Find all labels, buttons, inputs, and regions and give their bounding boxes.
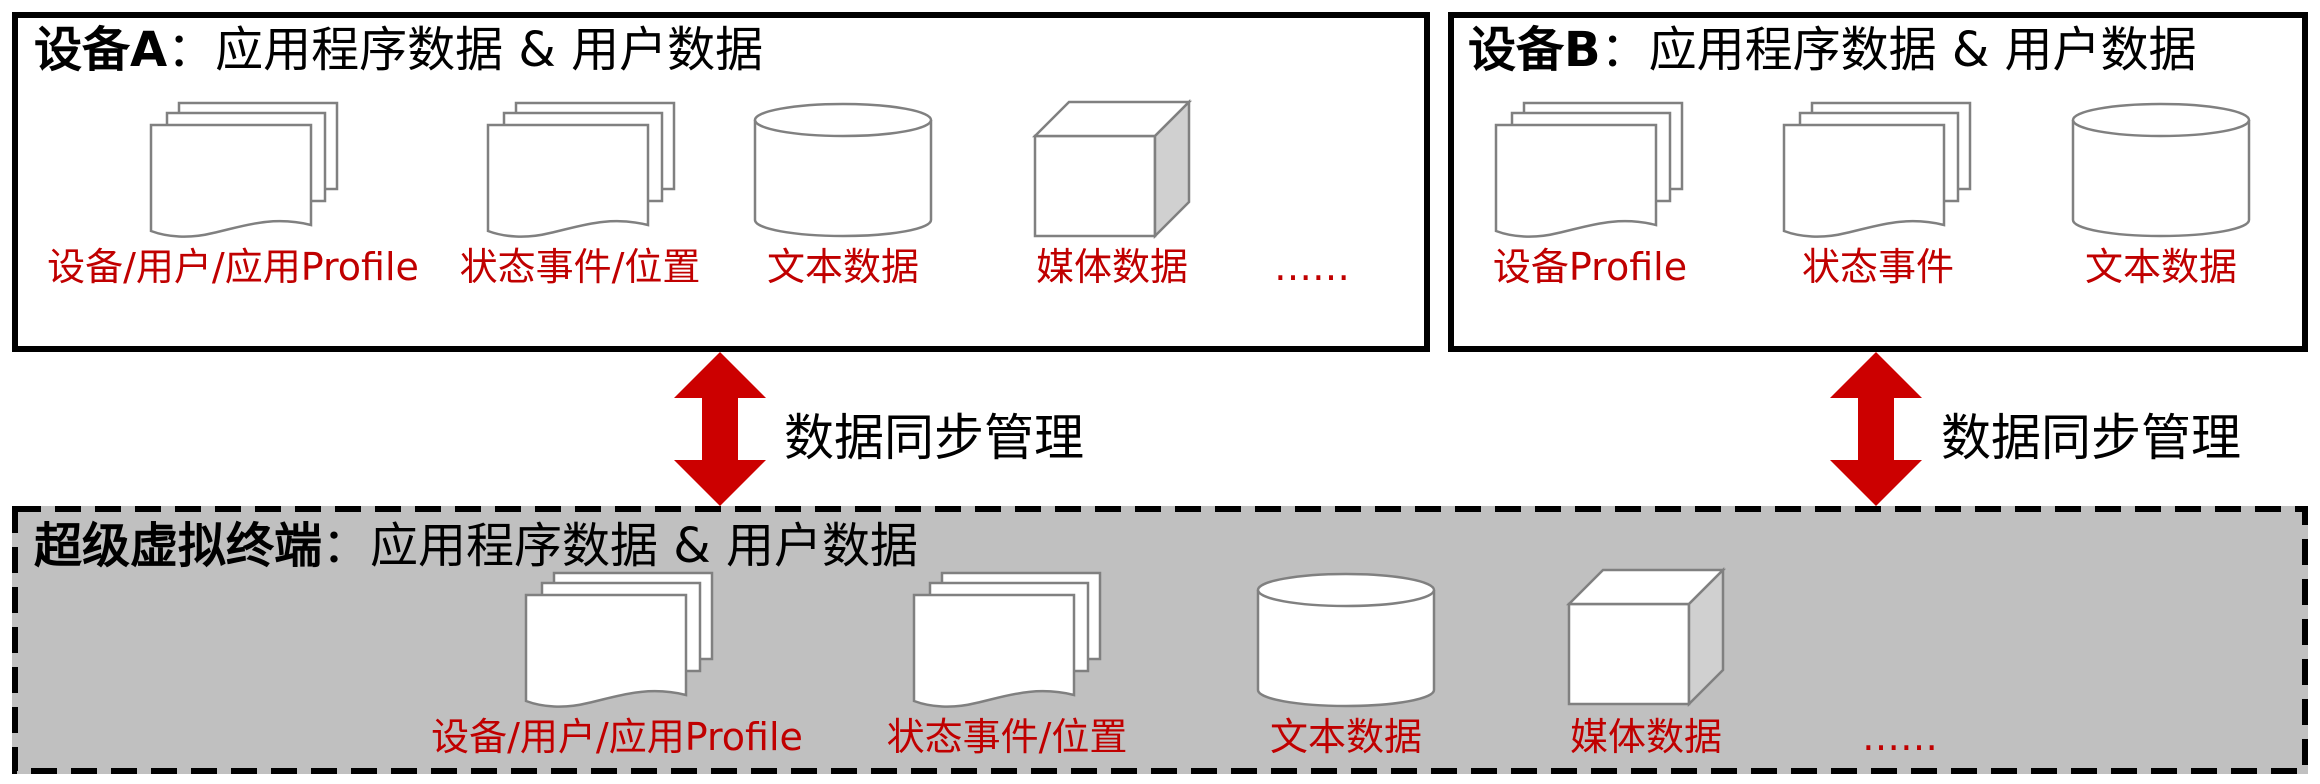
virtual-terminal-subtitle: 应用程序数据 & 用户数据 (370, 518, 918, 574)
virtual-terminal-item-label: 设备/用户/应用Profile (431, 715, 803, 759)
document-stack-icon (1494, 101, 1684, 238)
database-cylinder-icon (753, 102, 933, 238)
virtual-terminal-dashed-border (12, 506, 2308, 774)
device-b-item-label: 文本数据 (2084, 245, 2238, 289)
sync-arrow-b-icon (1830, 352, 1922, 506)
device-a-item-label: 媒体数据 (1035, 245, 1189, 289)
virtual-terminal-ellipsis: …… (1862, 715, 1938, 759)
virtual-terminal-colon: ： (322, 518, 371, 574)
virtual-terminal-item-label: 文本数据 (1269, 715, 1423, 759)
virtual-terminal-panel (12, 506, 2308, 774)
sync-arrow-a-icon (674, 352, 766, 506)
device-a-subtitle: 应用程序数据 & 用户数据 (215, 22, 764, 78)
document-stack-icon (912, 571, 1102, 708)
device-b-item-label: 状态事件 (1801, 245, 1955, 289)
device-b-panel (1448, 12, 2308, 352)
cube-icon (1567, 568, 1725, 706)
sync-label-b: 数据同步管理 (1941, 409, 2241, 467)
cube-icon (1033, 100, 1191, 238)
database-cylinder-icon (2071, 102, 2251, 238)
device-a-item-label: 状态事件/位置 (459, 245, 701, 289)
document-stack-icon (524, 571, 714, 708)
device-a-ellipsis: …… (1274, 245, 1350, 289)
device-a-item-label: 设备/用户/应用Profile (47, 245, 419, 289)
device-a-title: 设备A：应用程序数据 & 用户数据 (34, 22, 763, 78)
virtual-terminal-name: 超级虚拟终端 (34, 518, 323, 574)
virtual-terminal-title: 超级虚拟终端：应用程序数据 & 用户数据 (34, 518, 918, 574)
device-b-name: 设备B (1468, 22, 1601, 78)
device-a-name: 设备A (34, 22, 168, 78)
database-cylinder-icon (1256, 572, 1436, 708)
device-b-colon: ： (1600, 22, 1649, 78)
document-stack-icon (486, 101, 676, 238)
document-stack-icon (149, 101, 339, 238)
device-a-colon: ： (167, 22, 216, 78)
document-stack-icon (1782, 101, 1972, 238)
virtual-terminal-item-label: 媒体数据 (1569, 715, 1723, 759)
device-b-item-label: 设备Profile (1492, 245, 1688, 289)
device-b-title: 设备B：应用程序数据 & 用户数据 (1468, 22, 2197, 78)
virtual-terminal-item-label: 状态事件/位置 (886, 715, 1128, 759)
device-a-panel (12, 12, 1430, 352)
device-b-subtitle: 应用程序数据 & 用户数据 (1648, 22, 2197, 78)
sync-label-a: 数据同步管理 (784, 409, 1084, 467)
device-a-item-label: 文本数据 (766, 245, 920, 289)
